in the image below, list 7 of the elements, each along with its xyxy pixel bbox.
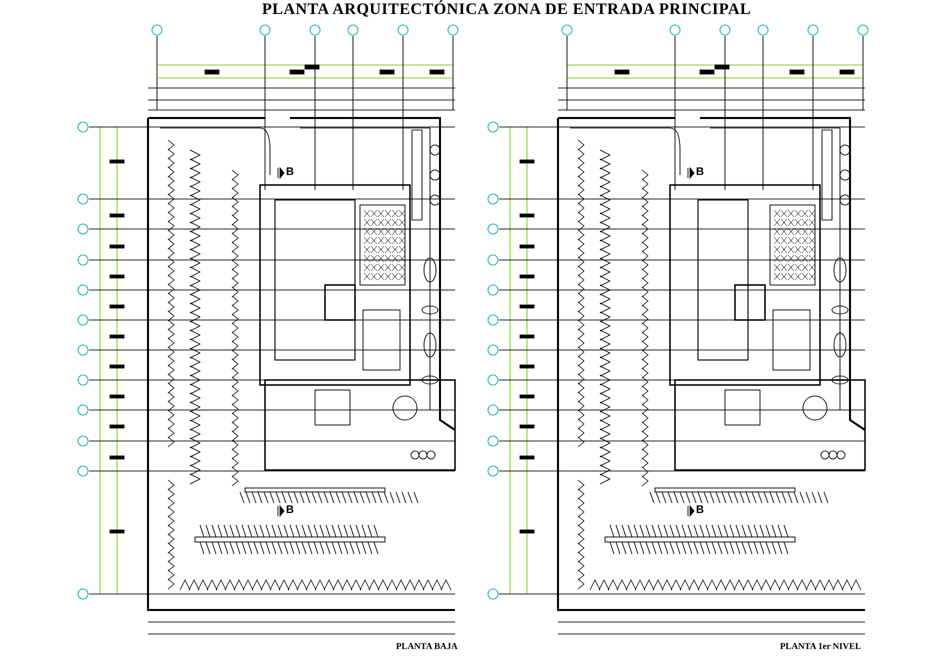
drawing-title: PLANTA ARQUITECTÓNICA ZONA DE ENTRADA PRINCIPAL [262, 2, 752, 18]
section-marker-label: B [696, 505, 704, 516]
section-marker-label: B [696, 167, 704, 178]
section-marker-label: B [286, 505, 294, 516]
plan-title: PLANTA 1er NIVEL [780, 642, 862, 651]
plan-title: PLANTA BAJA [396, 642, 458, 651]
section-marker-label: B [286, 167, 294, 178]
